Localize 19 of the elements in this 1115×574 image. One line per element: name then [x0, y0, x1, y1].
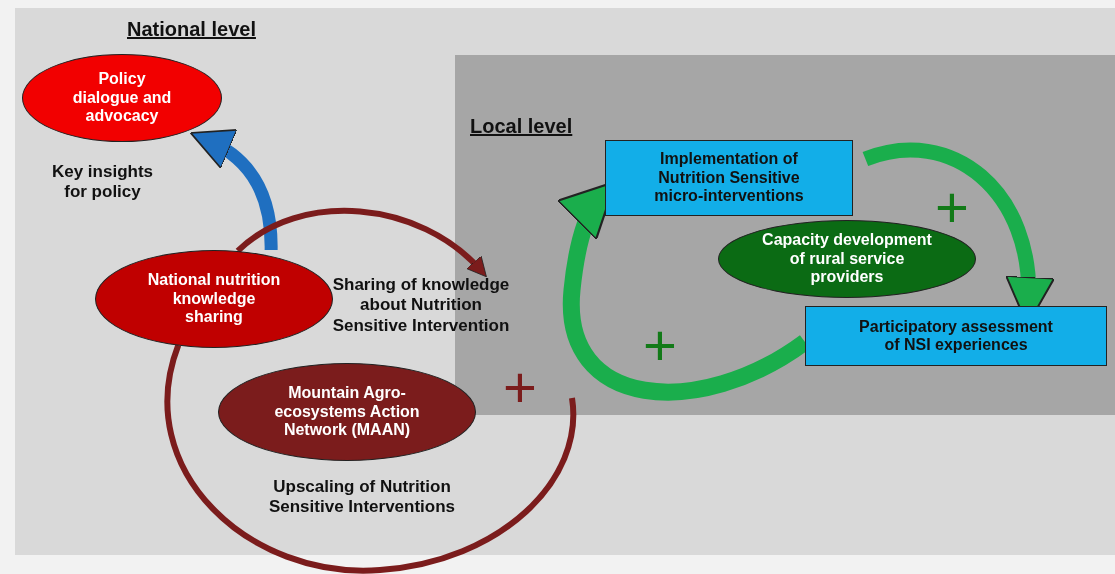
edge-label: Sharing of knowledge about Nutrition Sensitive Intervention: [331, 275, 511, 337]
plus-sign: +: [643, 316, 677, 374]
node-label: National nutrition knowledge sharing: [146, 271, 282, 327]
panel-heading: Local level: [470, 115, 573, 138]
node-label: Participatory assessment of NSI experiences: [858, 317, 1054, 355]
edge-label: Key insights for policy: [50, 162, 155, 203]
node-label: Policy dialogue and advocacy: [71, 70, 173, 126]
process-box: [605, 140, 853, 216]
node-label: Capacity development of rural service providers: [761, 231, 933, 287]
curved-arrow: [190, 130, 278, 251]
plus-sign: +: [503, 358, 537, 416]
plus-sign: +: [935, 178, 969, 236]
node-label: Mountain Agro-ecosystems Action Network (MAAN): [273, 384, 421, 440]
level-panel: [15, 8, 1115, 555]
note-text: Upscaling of Nutrition Sensitive Interventions: [267, 477, 457, 518]
panel-heading: National level: [127, 18, 256, 41]
process-box: [805, 306, 1107, 366]
curved-arrow: [235, 208, 488, 277]
node-label: Implementation of Nutrition Sensitive micro-interventions: [653, 150, 805, 206]
